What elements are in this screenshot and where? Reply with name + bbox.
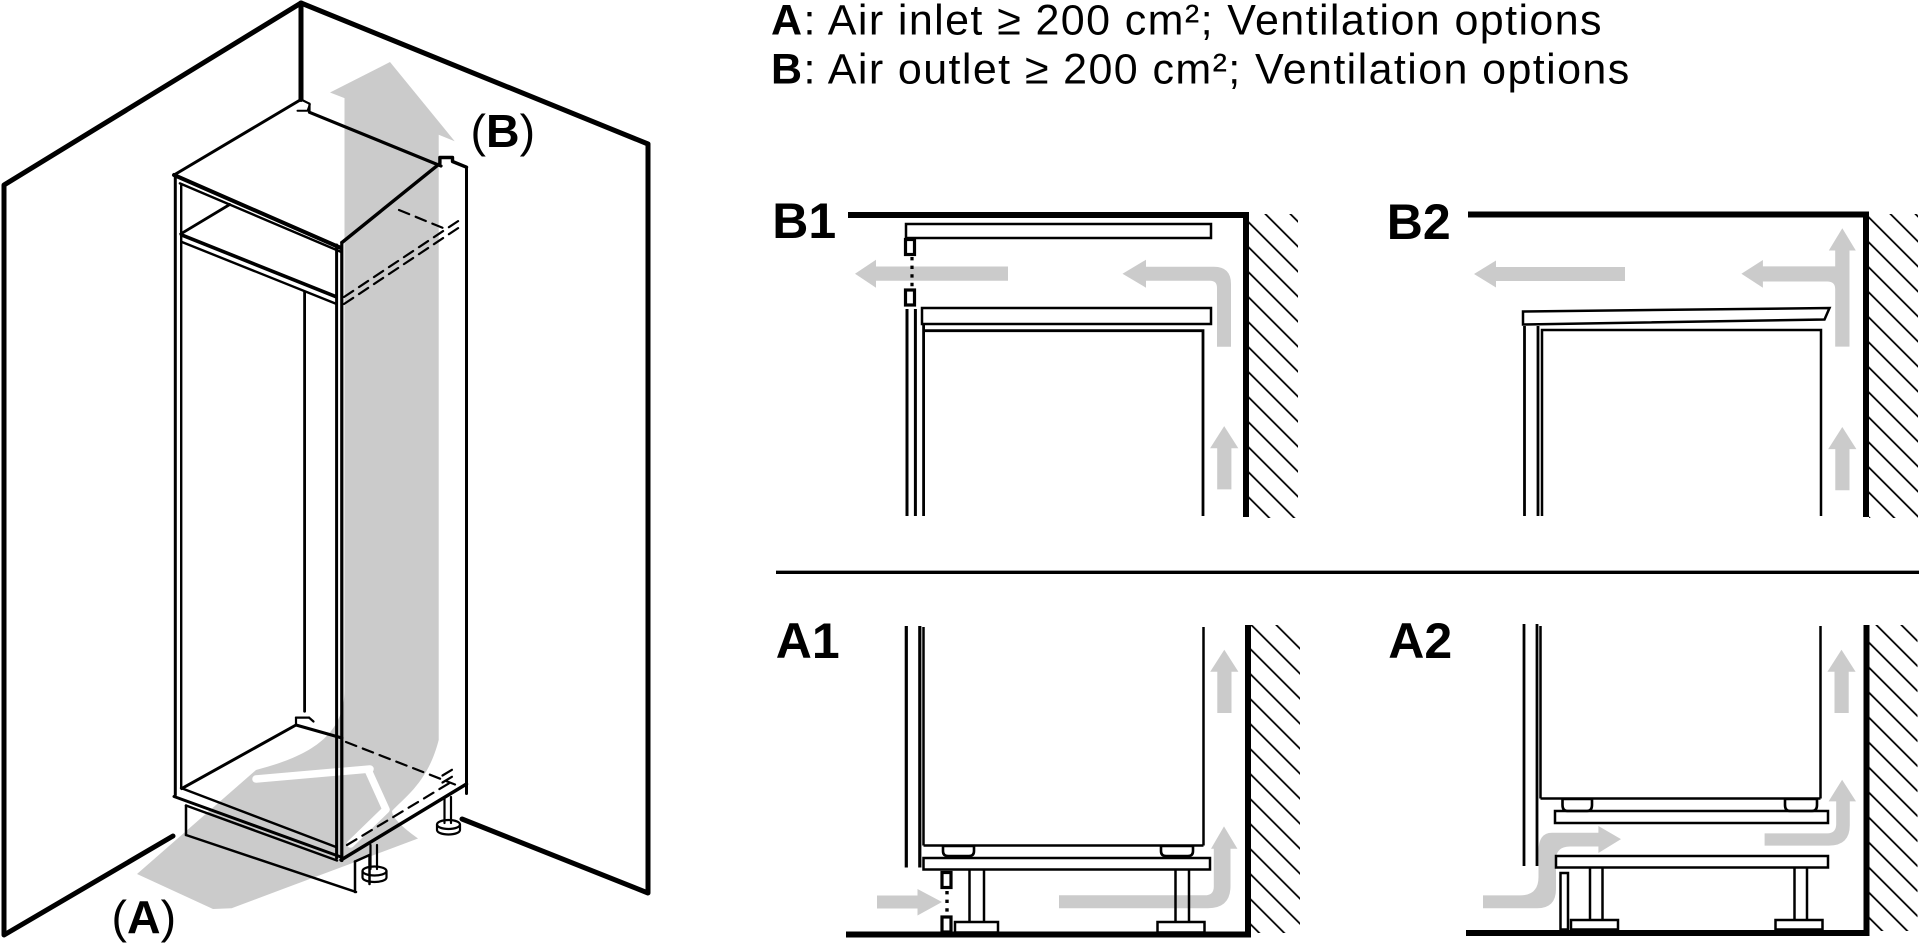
svg-text:B1: B1: [772, 193, 836, 249]
svg-text:A1: A1: [776, 613, 840, 669]
svg-text:A2: A2: [1388, 613, 1452, 669]
svg-text:B2: B2: [1387, 194, 1451, 250]
svg-text:B: Air outlet ≥ 200 cm²; Venti: B: Air outlet ≥ 200 cm²; Ventilation opt…: [771, 46, 1631, 94]
svg-text:(A): (A): [112, 891, 177, 943]
svg-text:A: Air inlet ≥ 200 cm²; Ventil: A: Air inlet ≥ 200 cm²; Ventilation opti…: [771, 0, 1603, 45]
svg-text:(B): (B): [471, 105, 536, 157]
